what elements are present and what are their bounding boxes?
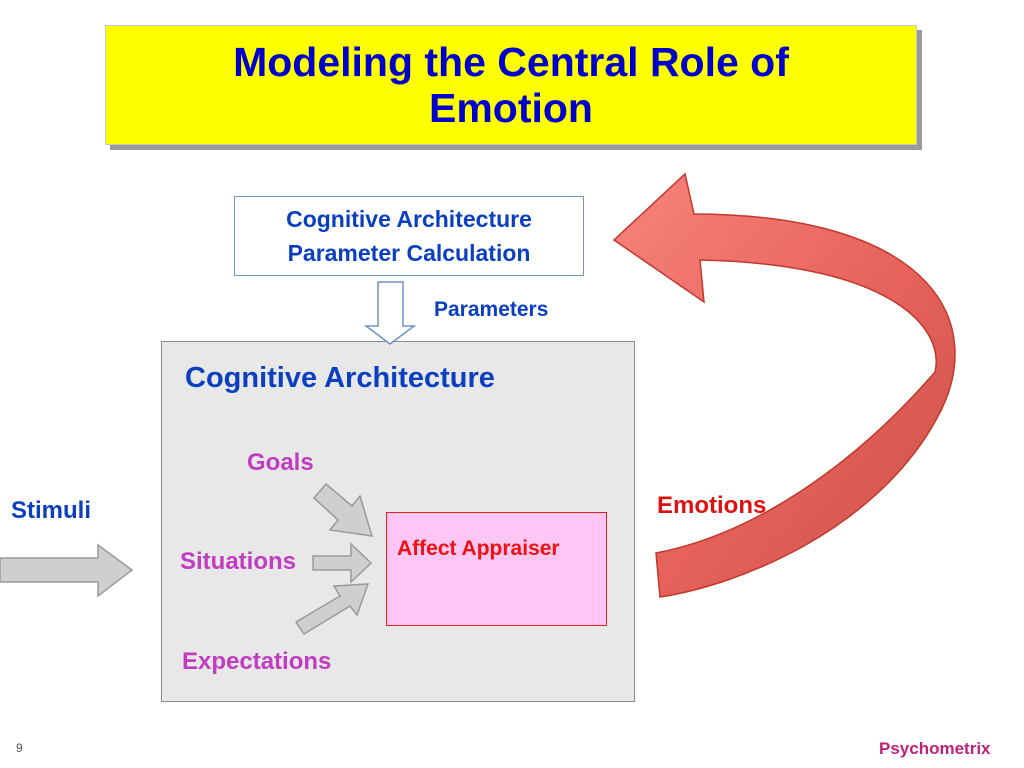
title-banner: Modeling the Central Role of Emotion — [105, 25, 917, 145]
parameters-label: Parameters — [434, 298, 549, 321]
situations-label: Situations — [180, 548, 297, 575]
goals-label: Goals — [247, 449, 314, 476]
brand-footer: Psychometrix — [879, 739, 991, 758]
expectations-label: Expectations — [182, 648, 332, 675]
slide-title: Modeling the Central Role of Emotion — [233, 39, 789, 131]
affect-appraiser-label: Affect Appraiser — [397, 537, 560, 560]
parameter-calculation-box: Cognitive Architecture Parameter Calcula… — [234, 196, 584, 276]
stimuli-label: Stimuli — [11, 497, 92, 524]
stimuli-arrow — [0, 543, 134, 598]
slide-number: 9 — [16, 741, 23, 755]
cognitive-architecture-title: Cognitive Architecture — [185, 362, 495, 394]
parameter-calculation-label: Cognitive Architecture Parameter Calcula… — [286, 206, 532, 266]
emotion-feedback-arrow — [612, 172, 956, 598]
parameters-down-arrow — [363, 281, 417, 345]
goals-arrow — [312, 482, 374, 537]
affect-appraiser-box: Affect Appraiser — [386, 512, 607, 626]
situations-arrow — [312, 542, 373, 584]
expectations-arrow — [294, 583, 370, 636]
emotions-label: Emotions — [657, 492, 767, 519]
